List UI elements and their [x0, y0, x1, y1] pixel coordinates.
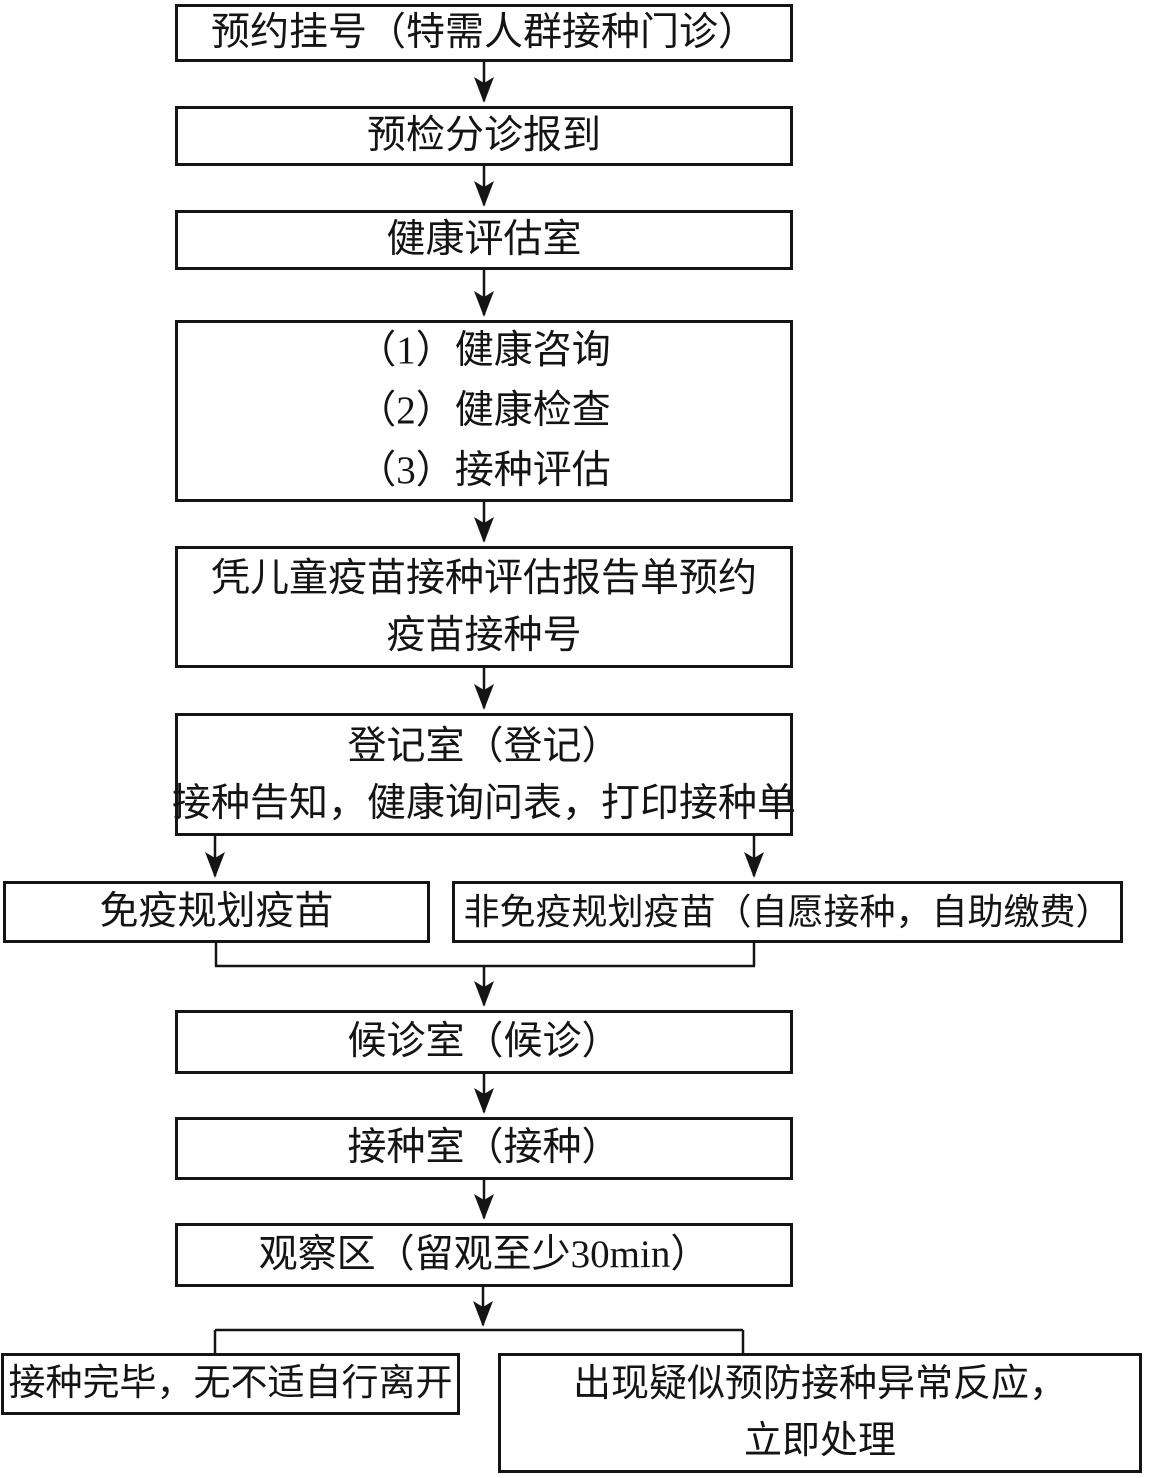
node-line: 观察区（留观至少30min） [258, 1232, 710, 1276]
node-epi-vaccine: 免疫规划疫苗 [3, 881, 430, 943]
node-waiting-room: 候诊室（候诊） [175, 1010, 793, 1074]
node-line: 凭儿童疫苗接种评估报告单预约 [210, 557, 757, 600]
node-line: 接种告知，健康询问表，打印接种单 [172, 781, 797, 825]
node-vaccination-room: 接种室（接种） [175, 1117, 793, 1180]
node-adverse-reaction-handle: 出现疑似预防接种异常反应， 立即处理 [498, 1353, 1142, 1473]
node-line: 候诊室（候诊） [347, 1019, 621, 1063]
node-report-slip-booking: 凭儿童疫苗接种评估报告单预约 疫苗接种号 [175, 546, 793, 668]
node-line: 接种室（接种） [347, 1126, 621, 1170]
node-non-epi-vaccine: 非免疫规划疫苗（自愿接种，自助缴费） [452, 881, 1123, 943]
node-line: 出现疑似预防接种异常反应， [572, 1363, 1067, 1405]
node-line: 免疫规划疫苗 [99, 889, 334, 933]
node-leave-if-well: 接种完毕，无不适自行离开 [1, 1353, 460, 1415]
node-assessment-steps: （1）健康咨询 （2）健康检查 （3）接种评估 [175, 320, 793, 502]
node-appointment-registration: 预约挂号（特需人群接种门诊） [175, 4, 793, 62]
node-line: 健康评估室 [386, 217, 582, 261]
node-line: 疫苗接种号 [386, 614, 582, 657]
node-line: （2）健康检查 [357, 389, 611, 432]
node-line: 预检分诊报到 [366, 113, 601, 157]
node-line: 登记室（登记） [347, 724, 621, 768]
node-line: （3）接种评估 [357, 449, 611, 492]
node-line: 立即处理 [743, 1420, 896, 1462]
node-registration-room: 登记室（登记） 接种告知，健康询问表，打印接种单 [172, 713, 797, 836]
node-health-assessment-room: 健康评估室 [175, 210, 793, 270]
node-line: （1）健康咨询 [357, 329, 611, 372]
node-observation-area: 观察区（留观至少30min） [175, 1223, 793, 1287]
node-pre-check-triage: 预检分诊报到 [175, 106, 793, 166]
node-line: 预约挂号（特需人群接种门诊） [210, 10, 757, 54]
node-line: 接种完毕，无不适自行离开 [8, 1363, 453, 1405]
node-line: 非免疫规划疫苗（自愿接种，自助缴费） [463, 891, 1112, 932]
